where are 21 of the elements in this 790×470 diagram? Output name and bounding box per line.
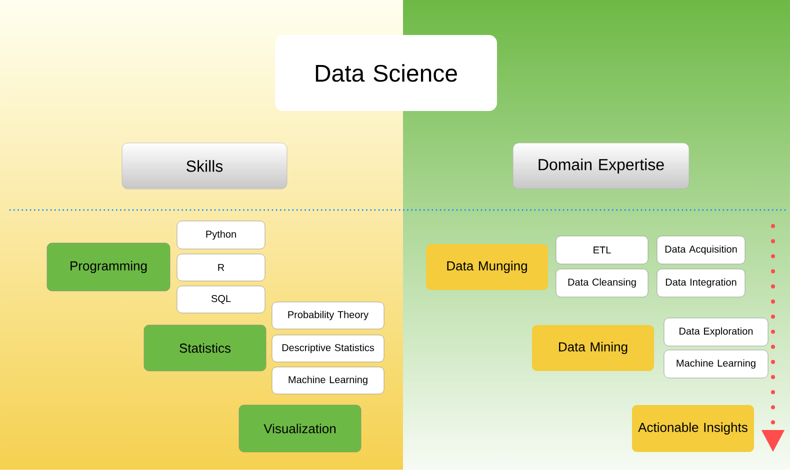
skill-box: Statistics (144, 324, 266, 372)
step-box: Actionable Insights (632, 405, 754, 452)
skill-box: Visualization (238, 404, 362, 452)
topic-box: Data Cleansing (556, 268, 648, 298)
topic-box: Machine Learning (664, 350, 768, 378)
category-box: Domain Expertise (512, 142, 690, 190)
topic-box: ETL (556, 236, 648, 264)
topic-box: Data Exploration (664, 318, 768, 346)
skill-box: Programming (46, 242, 170, 292)
topic-box: Machine Learning (272, 366, 384, 394)
topic-box: Data Integration (656, 268, 746, 298)
topic-box: Python (176, 220, 266, 250)
topic-box: Descriptive Statistics (272, 334, 384, 362)
step-box: Data Munging (426, 244, 548, 290)
topic-box: SQL (176, 286, 266, 314)
category-box: Skills (122, 142, 288, 190)
step-box: Data Mining (532, 325, 654, 371)
topic-box: R (176, 254, 266, 282)
topic-box: Probability Theory (272, 302, 384, 330)
title-box: Data Science (275, 35, 497, 111)
topic-box: Data Acquisition (656, 236, 746, 264)
